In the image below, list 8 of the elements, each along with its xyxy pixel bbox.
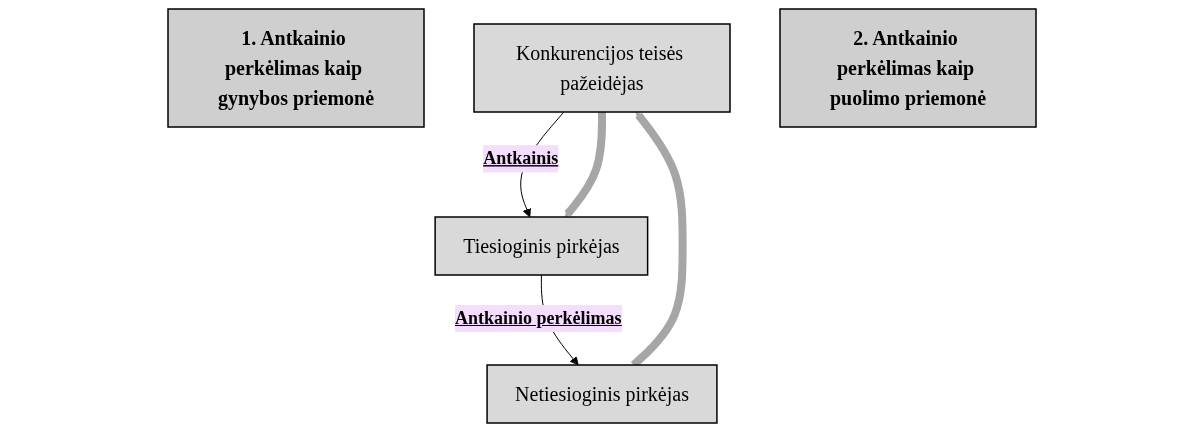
node-box: 1. Antkainio perkėlimas kaip gynybos priemonė [167, 7, 425, 128]
arrow [564, 111, 606, 217]
edge-label: Antkainis [483, 147, 559, 168]
node-box: 2. Antkainio perkėlimas kaip puolimo priemonė [779, 7, 1037, 128]
edge-label: Antkainio perkėlimas [455, 307, 622, 328]
node-box: Konkurencijos teisės pažeidėjas [473, 22, 731, 113]
node-box: Netiesioginis pirkėjas [486, 363, 718, 424]
node-box: Tiesioginis pirkėjas [434, 215, 649, 276]
